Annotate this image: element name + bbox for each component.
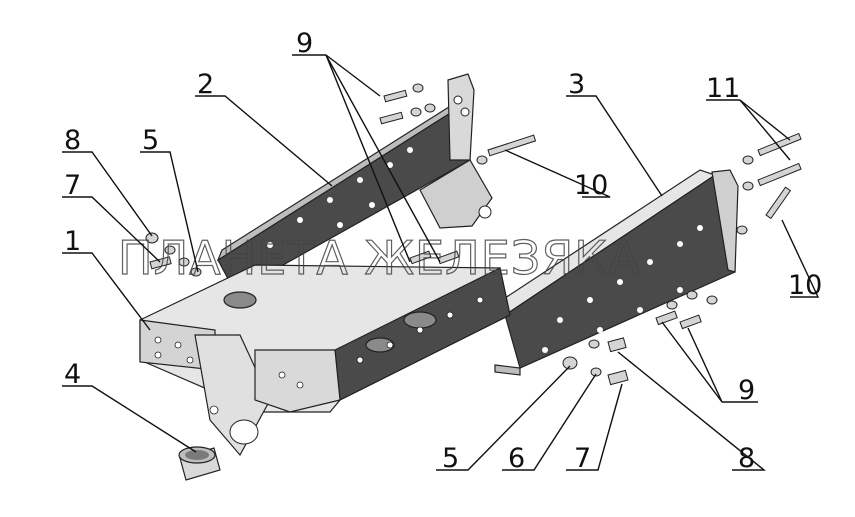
callout-1: 1 [64, 226, 81, 257]
callout-4: 4 [64, 359, 81, 390]
callout-2: 2 [197, 69, 214, 100]
callout-3: 3 [568, 69, 585, 100]
fasteners [145, 83, 802, 386]
watermark-text: ПЛАНЕТА ЖЕЛЕЗЯКА [118, 231, 640, 285]
callout-10-right: 10 [788, 270, 822, 301]
callout-7-upper: 7 [64, 170, 81, 201]
part-2-left-rail [216, 73, 493, 293]
callout-6: 6 [508, 443, 525, 474]
part-4-bushing [178, 446, 221, 481]
callout-9-top: 9 [296, 28, 313, 59]
part-3-right-rail [494, 169, 739, 376]
callout-10-upper: 10 [574, 170, 608, 201]
callout-8-lower: 8 [738, 443, 755, 474]
leader-lines [62, 54, 820, 471]
callout-5-upper: 5 [142, 125, 159, 156]
callout-9-lower: 9 [738, 375, 755, 406]
callout-labels: 1 2 3 4 5 7 8 9 10 11 10 9 8 7 6 5 [64, 28, 822, 474]
callout-7-lower: 7 [574, 443, 591, 474]
callout-11: 11 [706, 73, 740, 104]
callout-5-lower: 5 [442, 443, 459, 474]
part-1-main-frame [139, 264, 511, 457]
callout-8-upper: 8 [64, 125, 81, 156]
